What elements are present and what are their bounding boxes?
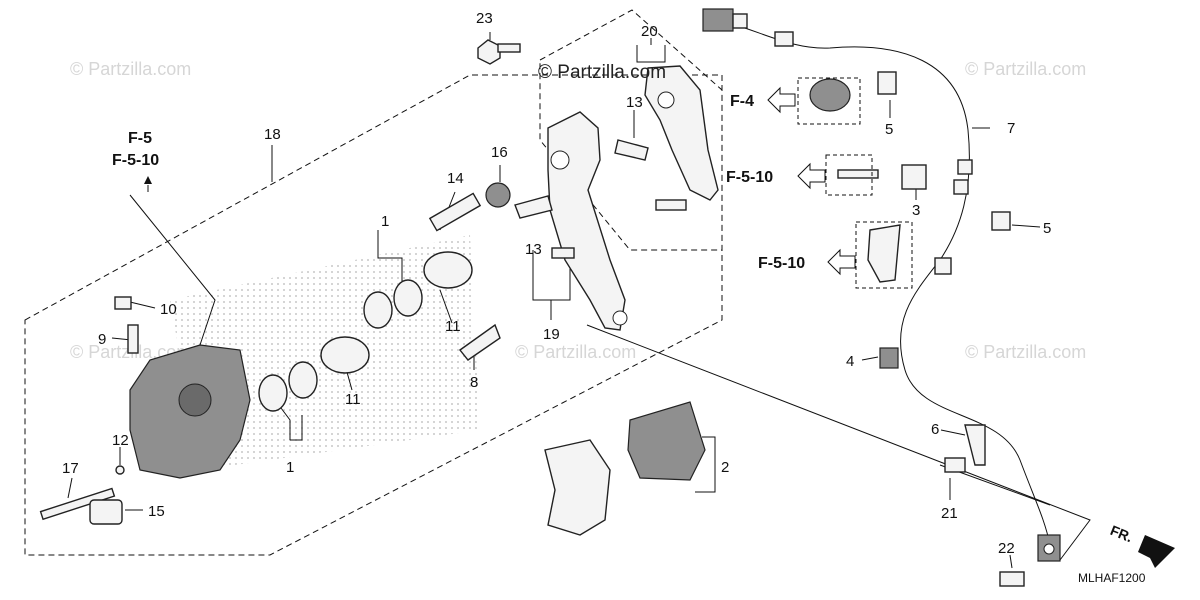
wire-grommet [957,159,973,175]
ref-box-f510-mid [825,154,873,196]
callouts: 1 1 2 3 4 5 5 6 7 8 9 10 11 11 12 13 13 … [62,10,1051,557]
callout-20: 20 [641,23,658,40]
wire-connector [702,8,734,32]
watermark: © Partzilla.com [70,59,191,79]
callout-1: 1 [381,213,389,230]
brand-watermark: © Partzilla.com [538,62,666,83]
wire-clip [774,31,794,47]
callout-14: 14 [447,170,464,187]
callout-16: 16 [491,144,508,161]
callout-13: 13 [626,94,643,111]
ref-f5-10-mid: F-5-10 [726,169,773,186]
callout-2: 2 [721,459,729,476]
ref-arrow-f5 [144,176,152,184]
wire-grommet [934,257,952,275]
callout-8: 8 [470,374,478,391]
ref-f5: F-5 [128,130,152,147]
ref-arrow-f510-low [827,248,856,276]
watermark: © Partzilla.com [965,59,1086,79]
abs-sensor-wire [711,17,1051,546]
wire-connector [732,13,748,29]
callout-5: 5 [885,121,893,138]
ref-f5-10-low: F-5-10 [758,255,805,272]
watermark: © Partzilla.com [515,342,636,362]
callout-17: 17 [62,460,79,477]
ref-arrow-f4 [767,86,796,114]
callout-23: 23 [476,10,493,27]
callout-18: 18 [264,126,281,143]
ref-f4: F-4 [730,93,754,110]
callout-11: 11 [345,391,361,408]
callout-1: 1 [286,459,294,476]
callout-10: 10 [160,301,177,318]
ref-box-f510-low [855,221,913,289]
callout-9: 9 [98,331,106,348]
callout-21: 21 [941,505,958,522]
watermarks: © Partzilla.com © Partzilla.com © Partzi… [70,59,1086,362]
parts [39,39,1025,587]
ref-arrow-f510-mid [797,162,826,190]
caliper-assembly-box [24,74,723,556]
ref-f5-10-top: F-5-10 [112,152,159,169]
callout-19: 19 [543,326,560,343]
callout-6: 6 [931,421,939,438]
callout-11: 11 [445,318,461,335]
callout-12: 12 [112,432,129,449]
callout-15: 15 [148,503,165,520]
callout-3: 3 [912,202,920,219]
front-direction-arrow: FR. [1108,522,1175,568]
ref-box-f4 [797,77,861,125]
wire-grommet [953,179,969,195]
callout-22: 22 [998,540,1015,557]
callout-4: 4 [846,353,854,370]
callout-5: 5 [1043,220,1051,237]
leader-lines [67,32,1091,569]
bracket-assembly-box [539,9,723,251]
callout-7: 7 [1007,120,1015,137]
diagram-code: MLHAF1200 [1078,571,1146,585]
watermark: © Partzilla.com [965,342,1086,362]
callout-13: 13 [525,241,542,258]
front-label: FR. [1108,522,1135,545]
